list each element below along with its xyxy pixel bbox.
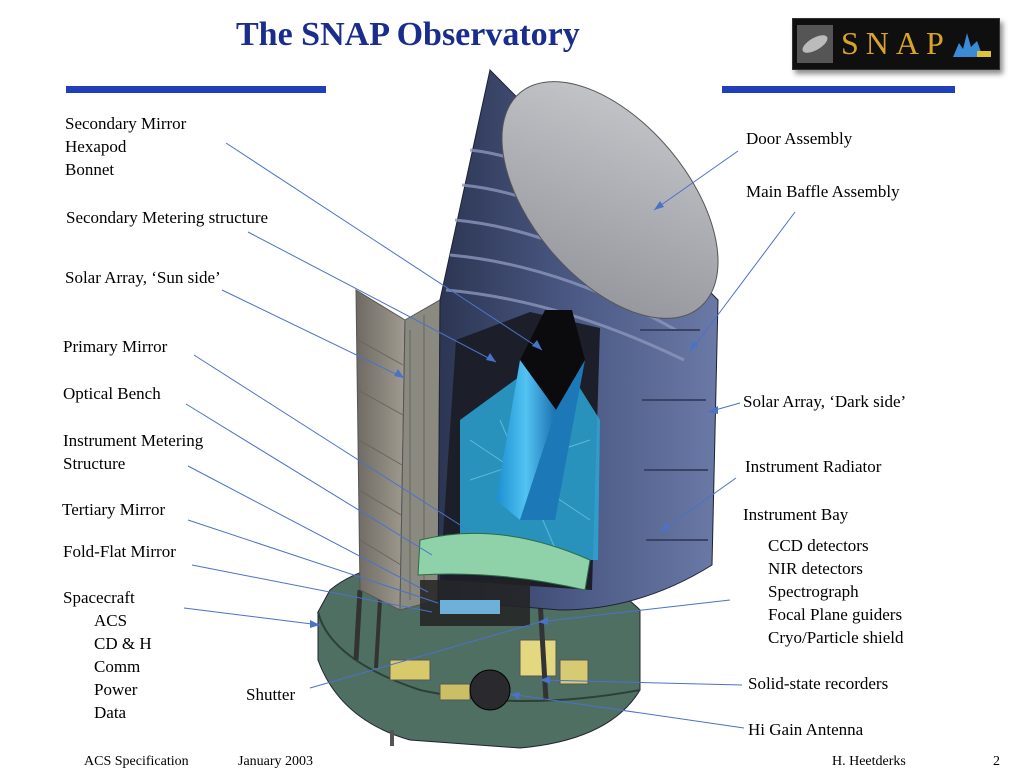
leader-fold-flat-mirror (191, 564, 433, 613)
secondary-metering-structure (496, 360, 556, 520)
label-hexapod: Hexapod (65, 137, 127, 156)
label-spacecraft-cdh: CD & H (94, 634, 152, 653)
leader-solar-array-sun (221, 289, 405, 379)
leader-instrument-metering (187, 465, 429, 593)
label-instrument-bay-items: CCD detectors NIR detectors Spectrograph… (768, 534, 904, 649)
leader-door-assembly (653, 150, 739, 211)
label-instrument-metering: Instrument Metering (63, 431, 204, 450)
logo-galaxy (802, 35, 828, 53)
label-spacecraft-power: Power (94, 680, 138, 699)
leader-tertiary-mirror (187, 519, 439, 604)
label-shutter: Shutter (246, 685, 296, 704)
leader-arrowheads (310, 201, 718, 700)
leader-primary-mirror (193, 354, 469, 531)
label-bonnet: Bonnet (65, 160, 115, 179)
leader-solid-state-recorders (539, 679, 743, 686)
label-secondary-mirror-group: Secondary Mirror Hexapod Bonnet (65, 112, 186, 181)
label-solar-array-dark: Solar Array, ‘Dark side’ (743, 392, 907, 411)
secondary-mirror-bonnet (520, 310, 585, 410)
label-secondary-metering: Secondary Metering structure (66, 208, 269, 227)
label-cryo-particle-shield: Cryo/Particle shield (768, 628, 904, 647)
cutaway-interior (417, 310, 600, 626)
label-fold-flat-mirror: Fold-Flat Mirror (63, 542, 176, 561)
label-spacecraft-data: Data (94, 703, 127, 722)
label-tertiary-mirror: Tertiary Mirror (62, 500, 166, 519)
label-door-assembly: Door Assembly (746, 129, 853, 148)
label-focal-plane-guiders: Focal Plane guiders (768, 605, 903, 624)
leader-instrument-bay (537, 599, 731, 623)
slide-title: The SNAP Observatory (236, 16, 580, 53)
leader-secondary-mirror (225, 142, 543, 351)
label-instrument-metering-group: Instrument Metering Structure (63, 429, 203, 475)
leader-secondary-metering (247, 231, 497, 363)
footer-left: ACS Specification (84, 754, 189, 769)
label-main-baffle: Main Baffle Assembly (746, 182, 900, 201)
door-assembly (501, 81, 719, 319)
leader-lines (183, 142, 796, 729)
leader-optical-bench (185, 403, 433, 556)
logo-spectrum-bar (977, 51, 991, 57)
title-rule-right (722, 86, 955, 93)
logo-graphic (797, 25, 991, 63)
optical-bench (417, 532, 591, 591)
label-instrument-bay: Instrument Bay (743, 505, 849, 524)
snap-logo: SNAP (792, 18, 1000, 70)
logo-spectrum (953, 33, 983, 57)
label-spacecraft: Spacecraft (63, 588, 135, 607)
label-ccd-detectors: CCD detectors (768, 536, 869, 555)
leader-main-baffle (689, 211, 796, 353)
label-instrument-metering-structure: Structure (63, 454, 126, 473)
label-solid-state-recorders: Solid-state recorders (748, 674, 889, 693)
label-spectrograph: Spectrograph (768, 582, 859, 601)
logo-text: SNAP (841, 25, 951, 61)
leader-hi-gain-antenna (509, 693, 745, 729)
solar-array-sun-side (355, 289, 441, 611)
leader-shutter (309, 621, 541, 689)
label-solar-array-sun: Solar Array, ‘Sun side’ (65, 268, 221, 287)
hi-gain-antenna-dish (469, 669, 511, 711)
footer-author: H. Heetderks (832, 754, 906, 769)
label-hi-gain-antenna: Hi Gain Antenna (748, 720, 864, 739)
label-secondary-mirror: Secondary Mirror (65, 114, 187, 133)
leader-instrument-radiator (659, 477, 737, 533)
label-instrument-radiator: Instrument Radiator (745, 457, 882, 476)
label-primary-mirror: Primary Mirror (63, 337, 168, 356)
label-spacecraft-group: Spacecraft ACS CD & H Comm Power Data (63, 586, 152, 724)
footer-date: January 2003 (238, 754, 314, 769)
label-spacecraft-comm: Comm (94, 657, 141, 676)
leader-spacecraft (183, 607, 321, 626)
footer-page-number: 2 (993, 754, 1000, 769)
label-spacecraft-acs: ACS (94, 611, 128, 630)
label-nir-detectors: NIR detectors (768, 559, 863, 578)
title-rule-left (66, 86, 326, 93)
label-optical-bench: Optical Bench (63, 384, 161, 403)
